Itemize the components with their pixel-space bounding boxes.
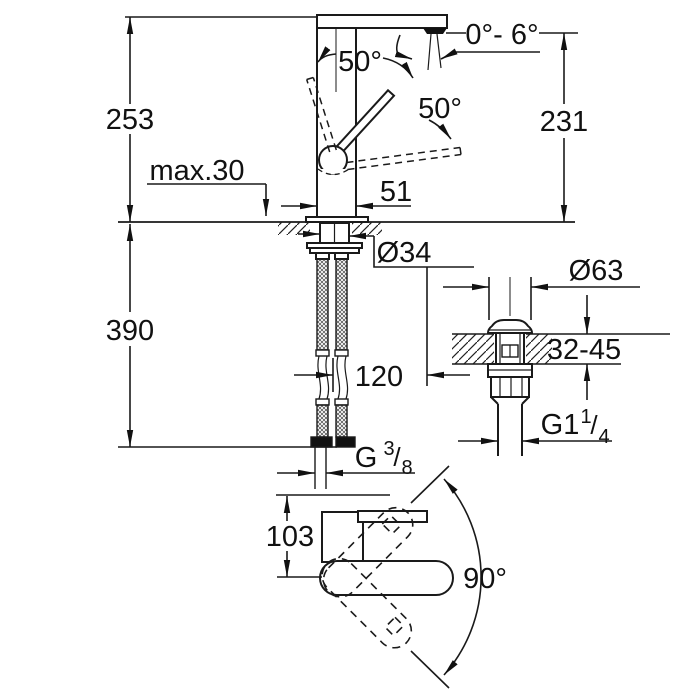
- label-max30: max.30: [149, 155, 244, 187]
- drain-view: [443, 277, 670, 456]
- label-90: 90°: [463, 563, 507, 595]
- drain-counter-hatch-right: [526, 334, 552, 364]
- label-g1-num: 1: [580, 406, 591, 428]
- hose-collar: [315, 349, 330, 357]
- label-50-down: 50°: [418, 93, 462, 125]
- top-view-spout-dashed-up: [322, 506, 414, 598]
- label-g38-den: 8: [401, 457, 412, 479]
- label-50-up: 50°: [338, 46, 382, 78]
- label-253: 253: [106, 104, 154, 136]
- label-g1-den: 4: [598, 426, 609, 448]
- stream-line-left: [427, 33, 432, 71]
- drain-cap-dome: [486, 319, 534, 334]
- swivel-arc-90: [443, 478, 482, 676]
- label-o34: Ø34: [377, 237, 432, 269]
- label-103: 103: [266, 521, 314, 553]
- label-o63: Ø63: [569, 255, 624, 287]
- drain-assembly: [486, 319, 534, 456]
- angle-50-down-arrow: [428, 119, 452, 140]
- hose-collar: [315, 398, 330, 406]
- label-g38-base: G: [355, 442, 378, 474]
- label-0-6: 0°- 6°: [465, 19, 538, 51]
- top-view-handle: [357, 510, 428, 523]
- hose-nipple-left: [315, 252, 330, 260]
- dimensions-front: [126, 17, 578, 477]
- label-g1-slash: /: [590, 410, 598, 440]
- hose-braid-right-lower: [335, 404, 348, 438]
- label-g38-slash: /: [393, 442, 401, 472]
- handle-lever-dashed-up: [305, 76, 338, 153]
- label-51: 51: [380, 176, 412, 208]
- hose-collar: [334, 398, 349, 406]
- counter-hatch-right: [352, 222, 382, 235]
- top-view-spout-dashed-down: [321, 557, 413, 649]
- dimensions-drain: [443, 277, 640, 445]
- aerator: [423, 28, 447, 34]
- stream-line-right: [436, 33, 442, 69]
- label-231: 231: [540, 106, 588, 138]
- counter-hatch-left: [278, 222, 310, 235]
- base-plate: [305, 216, 369, 223]
- hose-fitting-right: [335, 436, 356, 448]
- drain-nut: [490, 376, 530, 398]
- labels: 253 231 0°- 6° 50° 50° max.30 51 Ø34 390…: [106, 19, 624, 595]
- aerator-angle-right-arrow: [440, 48, 458, 60]
- mounting-stack: [306, 222, 363, 260]
- angle-50-up-left-arrow: [317, 46, 337, 63]
- o34-leader: [373, 236, 474, 268]
- handle-lever-solid: [333, 88, 396, 156]
- top-view: [276, 465, 482, 689]
- faucet-body: [305, 14, 448, 223]
- hose-braid-left-upper: [316, 258, 329, 351]
- hose-nipple-right: [334, 252, 349, 260]
- aerator-angle-left-arrow: [394, 34, 413, 60]
- top-view-spout-solid: [319, 560, 454, 596]
- drain-counter-hatch-left: [452, 334, 494, 364]
- handle-ball-dashed-arc: [317, 168, 350, 176]
- label-390: 390: [106, 315, 154, 347]
- hose-collar: [334, 349, 349, 357]
- swivel-boundary-top: [410, 465, 450, 504]
- front-view: [118, 14, 578, 489]
- angle-50-up-right-arrow: [382, 57, 414, 79]
- label-g38-num: 3: [383, 438, 394, 460]
- label-32-45: 32-45: [547, 334, 621, 366]
- handle-lever-dashed-horizontal: [346, 146, 462, 171]
- handle: [305, 76, 462, 176]
- swivel-boundary-bottom: [410, 650, 450, 689]
- label-120: 120: [355, 361, 403, 393]
- hose-braid-right-upper: [335, 258, 348, 351]
- hose-fitting-left: [310, 436, 333, 448]
- label-g1-base: G1: [541, 409, 580, 441]
- spout-bar: [316, 14, 448, 29]
- supply-hoses: [310, 258, 356, 489]
- hose-braid-left-lower: [316, 404, 329, 438]
- dimensions-top-view: [277, 465, 482, 689]
